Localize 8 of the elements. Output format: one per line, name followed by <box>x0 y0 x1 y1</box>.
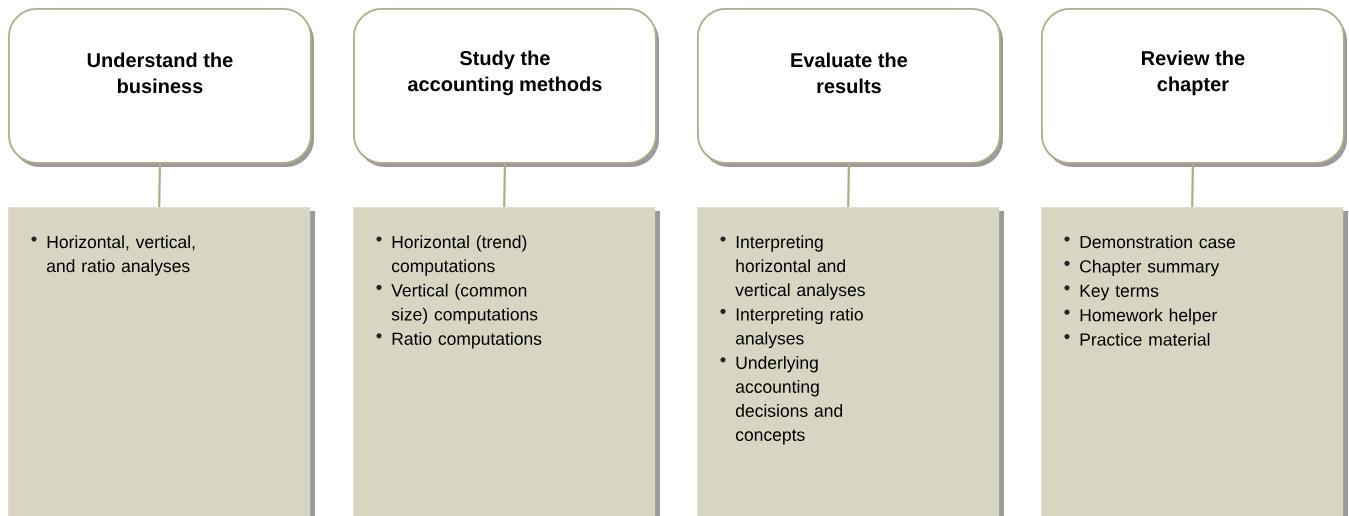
step-box: Review the chapter <box>1041 8 1347 167</box>
connector-line <box>847 163 850 207</box>
connector-line <box>1191 163 1194 207</box>
step-box: Understand the business <box>8 8 314 167</box>
step-box: Evaluate the results <box>697 8 1003 167</box>
step-box: Study the accounting methods <box>353 8 659 167</box>
connector-line <box>503 163 506 207</box>
connector-line <box>158 163 161 207</box>
